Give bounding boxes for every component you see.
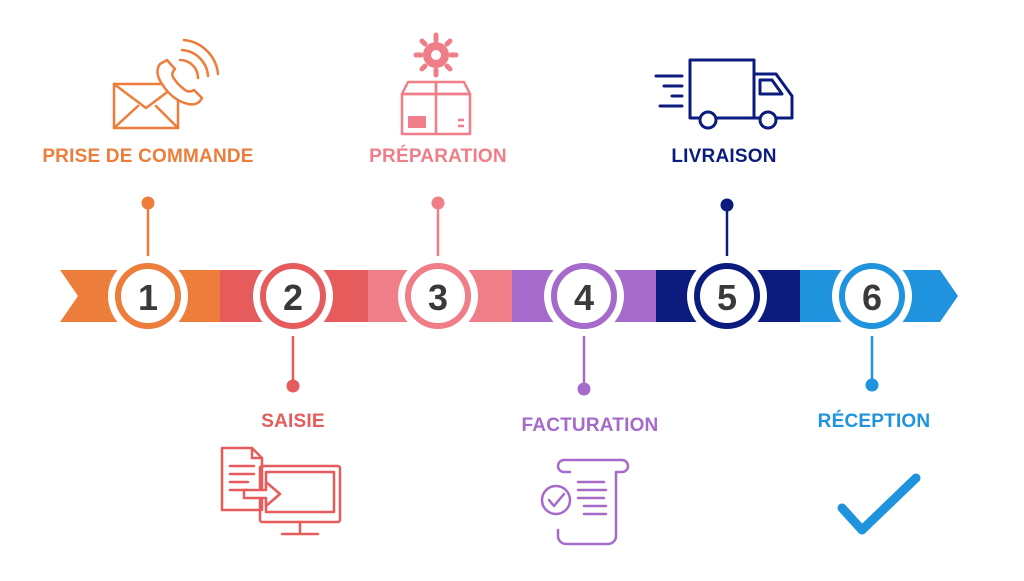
invoice-scroll-icon (540, 458, 630, 546)
step-label-6: RÉCEPTION (817, 411, 931, 432)
envelope-phone-icon (112, 38, 220, 130)
step-number-1: 1 (138, 277, 158, 318)
connector-6 (865, 330, 879, 392)
step-number-5: 5 (717, 277, 737, 318)
step-label-5: LIVRAISON (671, 146, 777, 167)
step-label-4: FACTURATION (521, 415, 659, 436)
connector-4 (577, 330, 591, 396)
step-circle-4: 4 (544, 256, 624, 336)
step-label-3: PRÉPARATION (369, 146, 507, 167)
connector-3 (431, 196, 445, 262)
step-circle-6: 6 (832, 256, 912, 336)
gear-box-icon (400, 32, 472, 136)
step-circle-1: 1 (108, 256, 188, 336)
document-to-computer-icon (220, 446, 342, 536)
delivery-truck-icon (654, 58, 794, 130)
step-label-2: SAISIE (261, 411, 325, 432)
step-circle-5: 5 (687, 256, 767, 336)
step-circle-2: 2 (253, 256, 333, 336)
connector-2 (286, 330, 300, 393)
step-number-4: 4 (574, 277, 594, 318)
step-number-3: 3 (428, 277, 448, 318)
step-label-1: PRISE DE COMMANDE (42, 146, 254, 167)
connector-5 (720, 198, 734, 262)
connector-1 (141, 196, 155, 262)
step-number-6: 6 (862, 277, 882, 318)
step-number-2: 2 (283, 277, 303, 318)
checkmark-icon (837, 473, 921, 535)
step-circle-3: 3 (398, 256, 478, 336)
